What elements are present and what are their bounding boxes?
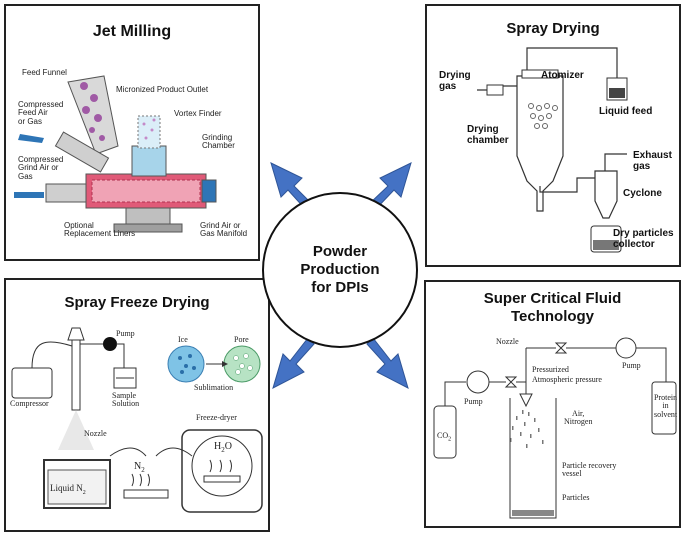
label-sample-solution: Sample Solution bbox=[112, 391, 140, 409]
panel-jet-milling: Jet Milling Feed Funnel Compressed Feed … bbox=[4, 4, 260, 261]
label-liquid-n2: Liquid N2 bbox=[50, 483, 86, 496]
label-grind-manifold: Grind Air or Gas Manifold bbox=[200, 221, 248, 239]
label-micronized-outlet: Micronized Product Outlet bbox=[116, 85, 209, 94]
label-drying-chamber: Drying chamber bbox=[467, 124, 509, 146]
label-pressurized: Pressurized bbox=[532, 365, 569, 374]
label-ice: Ice bbox=[178, 335, 188, 344]
panel-scf: Super Critical Fluid Technology Nozzle P… bbox=[424, 280, 681, 528]
label-air-nitrogen: Air, Nitrogen bbox=[564, 409, 593, 427]
label-optional-liners: Optional Replacement Liners bbox=[64, 221, 136, 239]
center-circle: Powder Production for DPIs bbox=[262, 192, 418, 348]
label-pump-left: Pump bbox=[464, 397, 483, 406]
label-compressor: Compressor bbox=[10, 399, 49, 408]
label-co2: CO2 bbox=[437, 431, 452, 443]
label-grinding-chamber: Grinding Chamber bbox=[202, 133, 235, 151]
label-feed-funnel: Feed Funnel bbox=[22, 68, 67, 77]
center-label: Powder Production for DPIs bbox=[300, 243, 380, 296]
label-pump-right: Pump bbox=[622, 361, 641, 370]
sfd-illustration bbox=[11, 327, 263, 513]
label-protein: Protein in solvent bbox=[654, 393, 678, 419]
spray-drying-title: Spray Drying bbox=[506, 20, 600, 37]
label-compressed-feed: Compressed Feed Air or Gas bbox=[18, 100, 64, 126]
label-liquid-feed: Liquid feed bbox=[599, 106, 653, 117]
label-pump: Pump bbox=[116, 329, 135, 338]
panel-spray-drying: Spray Drying Drying gas Atomizer Liquid … bbox=[425, 4, 681, 267]
label-vortex-finder: Vortex Finder bbox=[174, 109, 222, 118]
label-particle-vessel: Particle recovery vessel bbox=[562, 461, 617, 479]
label-compressed-grind: Compressed Grind Air or Gas bbox=[18, 155, 64, 181]
arrow-to-scf bbox=[366, 337, 409, 389]
label-atomizer: Atomizer bbox=[541, 70, 584, 81]
sfd-title: Spray Freeze Drying bbox=[64, 294, 210, 311]
arrow-to-spray-freeze-drying bbox=[272, 337, 315, 389]
panel-spray-freeze-drying: Spray Freeze Drying bbox=[4, 278, 270, 532]
label-scf-nozzle: Nozzle bbox=[496, 337, 519, 346]
jet-mill-illustration bbox=[14, 75, 217, 233]
spray-dryer-illustration bbox=[477, 47, 628, 253]
scf-illustration bbox=[433, 337, 677, 519]
label-nozzle: Nozzle bbox=[84, 429, 107, 438]
label-atmospheric: Atmospheric pressure bbox=[532, 375, 602, 384]
label-n2: N2 bbox=[134, 461, 145, 474]
label-drying-gas: Drying gas bbox=[439, 70, 471, 92]
label-cyclone: Cyclone bbox=[623, 188, 662, 199]
label-sublimation: Sublimation bbox=[194, 383, 234, 392]
jet-milling-title: Jet Milling bbox=[92, 23, 172, 40]
label-particles: Particles bbox=[562, 493, 590, 502]
label-dry-particles: Dry particles collector bbox=[613, 228, 674, 250]
label-pore: Pore bbox=[234, 335, 249, 344]
label-h2o: H2O bbox=[214, 441, 232, 454]
label-freeze-dryer: Freeze-dryer bbox=[196, 413, 237, 422]
label-exhaust-gas: Exhaust gas bbox=[633, 150, 672, 172]
scf-title: Super Critical Fluid Technology bbox=[483, 290, 622, 325]
